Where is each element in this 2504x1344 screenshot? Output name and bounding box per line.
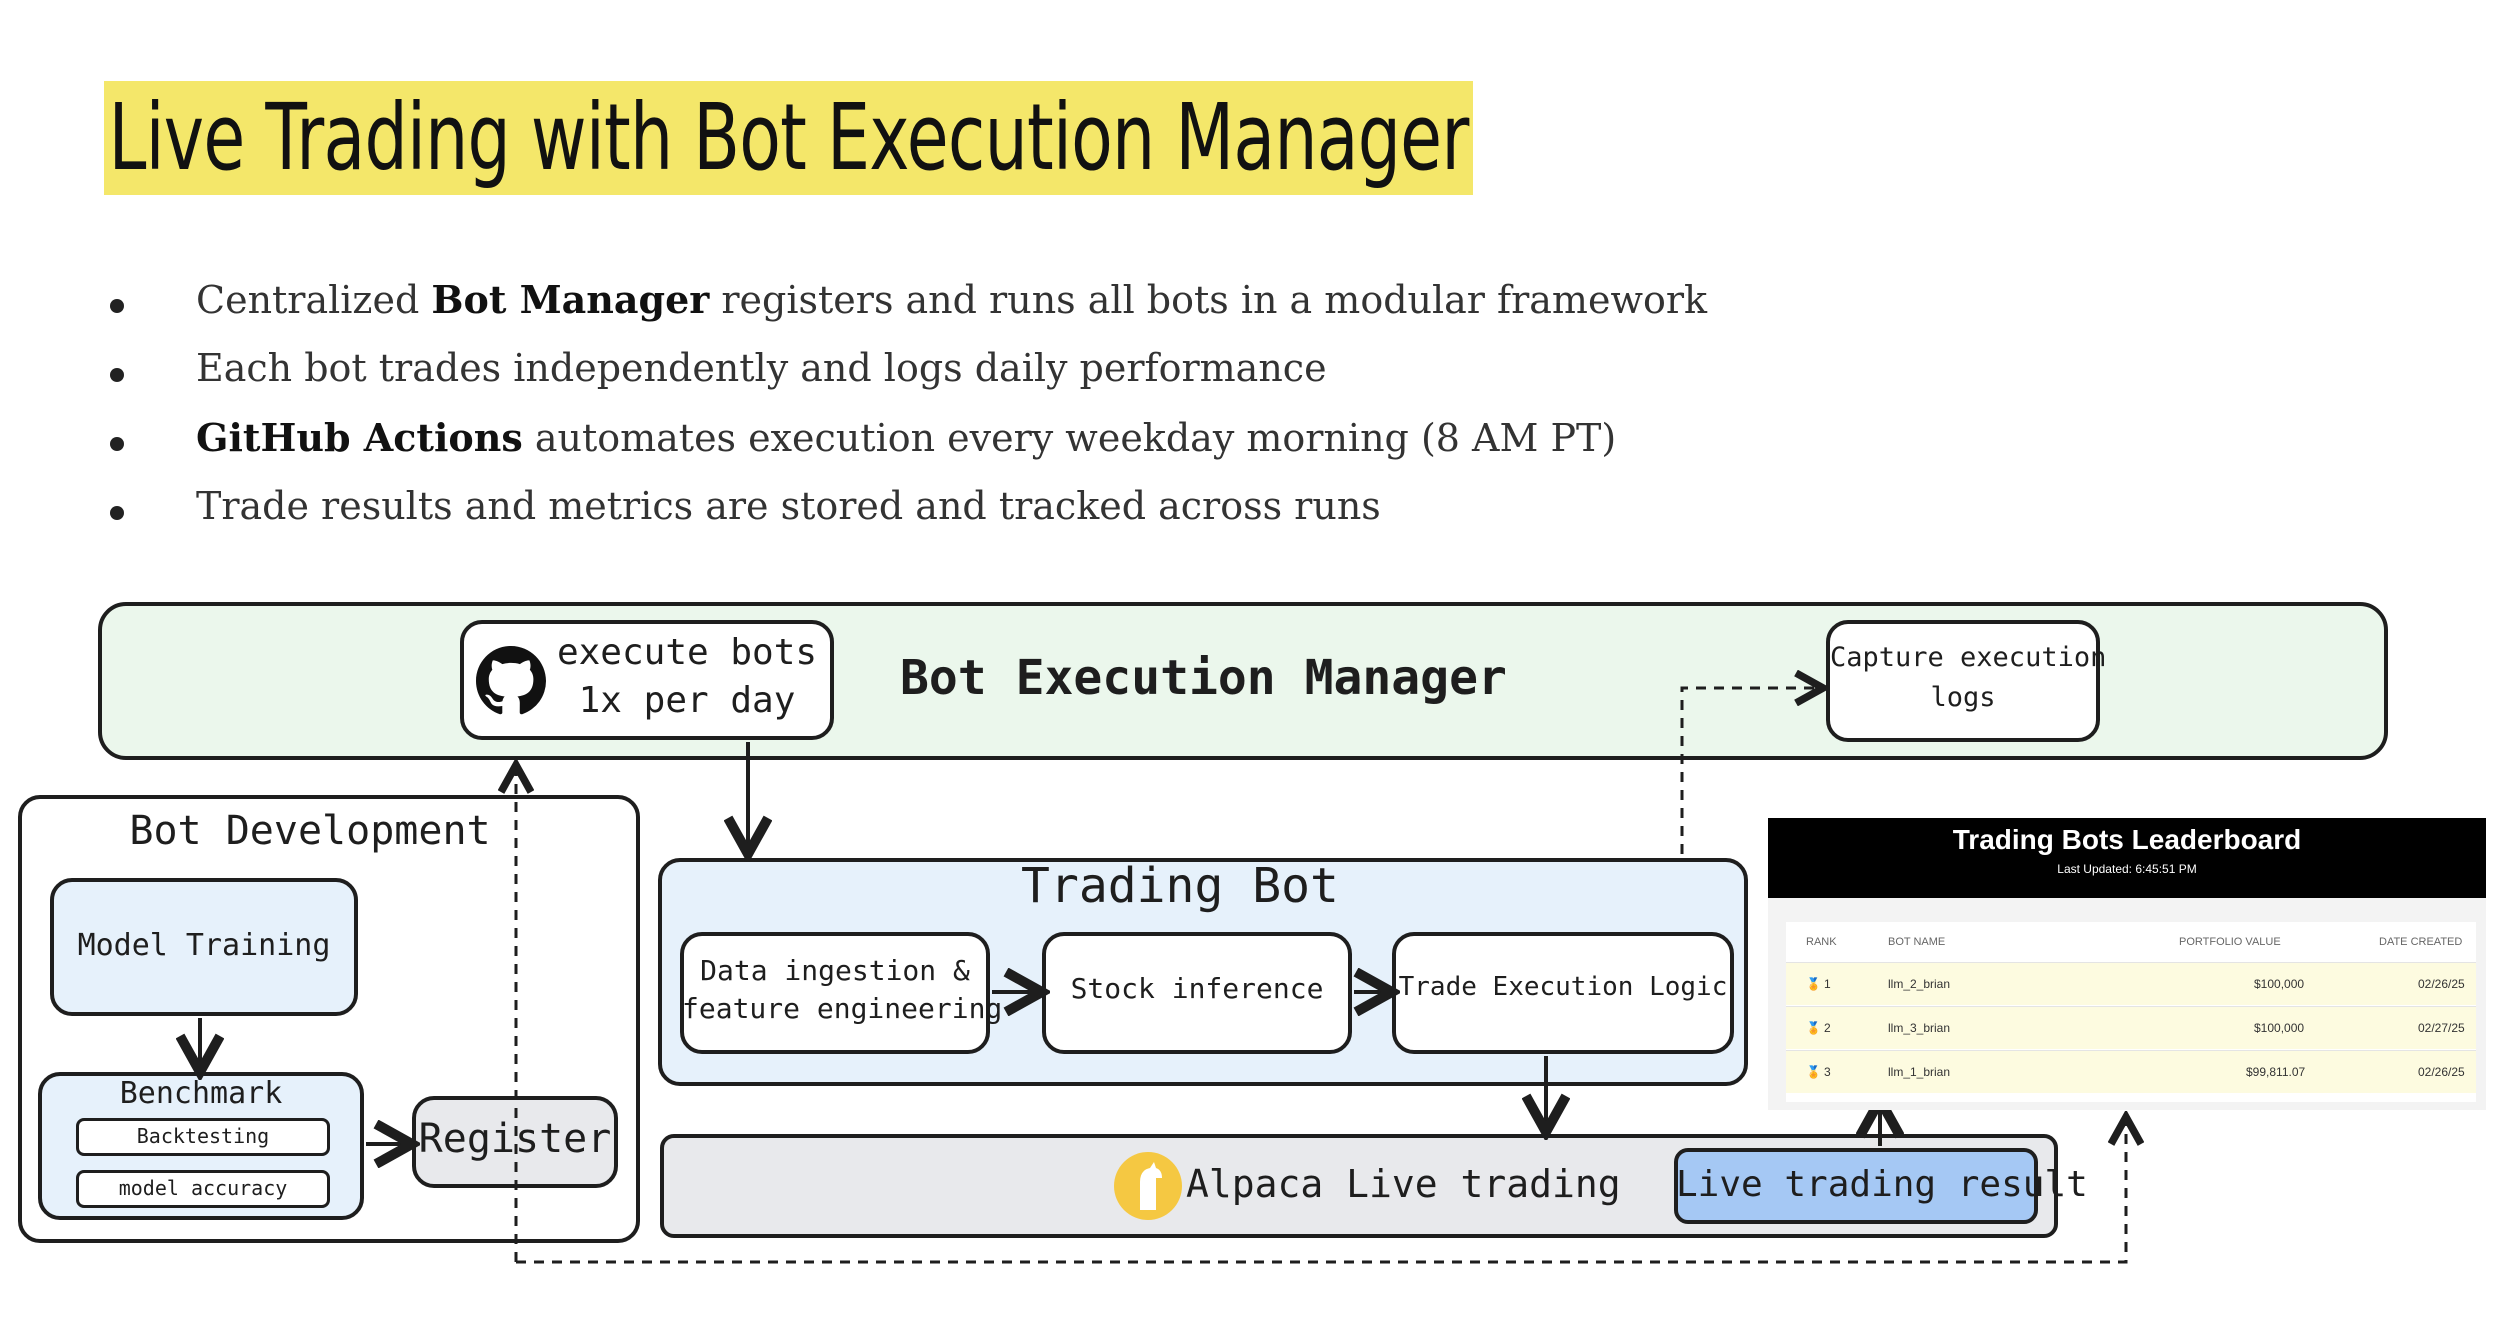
capture-logs-line1: Capture execution: [1830, 642, 2107, 673]
col-header-date-created: DATE CREATED: [2379, 936, 2463, 948]
execute-bots-line2: 1x per day: [578, 680, 796, 721]
live-result-box: [1674, 1148, 2038, 1224]
col-header-portfolio-value: PORTFOLIO VALUE: [2179, 936, 2281, 948]
arrow-bot-to-capture: [1680, 688, 1820, 854]
bot-name-cell: llm_2_brian: [1888, 977, 1951, 991]
rank-cell: 1: [1824, 977, 1831, 991]
portfolio-value-cell: $99,811.07: [2246, 1065, 2306, 1079]
page-title: Live Trading with Bot Execution Manager: [104, 81, 1474, 195]
live-result-label: Live trading result: [1676, 1164, 2088, 1205]
model-accuracy-label: model accuracy: [118, 1176, 288, 1200]
bot-development-label: Bot Development: [129, 808, 491, 854]
capture-logs-line2: logs: [1930, 682, 1996, 713]
date-cell: 02/26/25: [2418, 1065, 2465, 1079]
leaderboard-header: Trading Bots Leaderboard Last Updated: 6…: [1768, 818, 2486, 898]
bot-name-cell: llm_3_brian: [1888, 1021, 1951, 1035]
portfolio-value-cell: $100,000: [2254, 977, 2305, 991]
arrow-loop-to-leaderboard: [516, 1120, 2126, 1264]
stock-inference-label: Stock inference: [1070, 972, 1324, 1005]
leaderboard-table: RANK BOT NAME PORTFOLIO VALUE DATE CREAT…: [1786, 922, 2476, 1102]
portfolio-value-cell: $100,000: [2254, 1021, 2305, 1035]
leaderboard-title: Trading Bots Leaderboard: [1952, 824, 2302, 855]
leaderboard-panel: Trading Bots Leaderboard Last Updated: 6…: [1768, 818, 2486, 1110]
backtesting-box: [76, 1118, 330, 1156]
date-cell: 02/27/25: [2418, 1021, 2465, 1035]
col-header-rank: RANK: [1806, 936, 1837, 948]
github-icon: [476, 646, 546, 715]
medal-icon: 🏅: [1806, 977, 1821, 991]
rank-cell: 3: [1824, 1065, 1831, 1079]
model-training-box: [50, 878, 358, 1016]
table-row: 🏅 2 llm_3_brian $100,000 02/27/25: [1786, 1006, 2476, 1049]
col-header-bot-name: BOT NAME: [1888, 936, 1946, 948]
date-cell: 02/26/25: [2418, 977, 2465, 991]
data-ingestion-box: [680, 932, 990, 1054]
table-row: 🏅 1 llm_2_brian $100,000 02/26/25: [1786, 962, 2476, 1005]
trading-bot-label: Trading Bot: [1021, 858, 1339, 914]
bullet-dot: [110, 437, 124, 451]
trade-execution-box: [1392, 932, 1734, 1054]
medal-icon: 🏅: [1806, 1065, 1821, 1079]
model-training-label: Model Training: [77, 928, 331, 963]
medal-icon: 🏅: [1806, 1021, 1821, 1035]
alpaca-logo: [1114, 1152, 1182, 1220]
table-row: 🏅 3 llm_1_brian $99,811.07 02/26/25: [1786, 1050, 2476, 1093]
bot-name-cell: llm_1_brian: [1888, 1065, 1951, 1079]
bot-execution-manager-label: Bot Execution Manager: [900, 650, 1507, 706]
stock-inference-box: [1042, 932, 1352, 1054]
execute-bots-line1: execute bots: [556, 632, 818, 673]
bullet-dot: [110, 368, 124, 382]
benchmark-label: Benchmark: [119, 1076, 283, 1111]
bullet-dot: [110, 299, 124, 313]
register-label: Register: [418, 1116, 612, 1162]
data-ingestion-line1: Data ingestion &: [700, 954, 970, 987]
backtesting-label: Backtesting: [136, 1124, 270, 1148]
trade-execution-label: Trade Execution Logic: [1398, 972, 1728, 1002]
leaderboard-updated: Last Updated: 6:45:51 PM: [2057, 862, 2197, 876]
model-accuracy-box: [76, 1170, 330, 1208]
bullet-dot: [110, 506, 124, 520]
execute-bots-box: [460, 620, 834, 740]
data-ingestion-line2: feature engineering: [682, 992, 1003, 1025]
rank-cell: 2: [1824, 1021, 1831, 1035]
